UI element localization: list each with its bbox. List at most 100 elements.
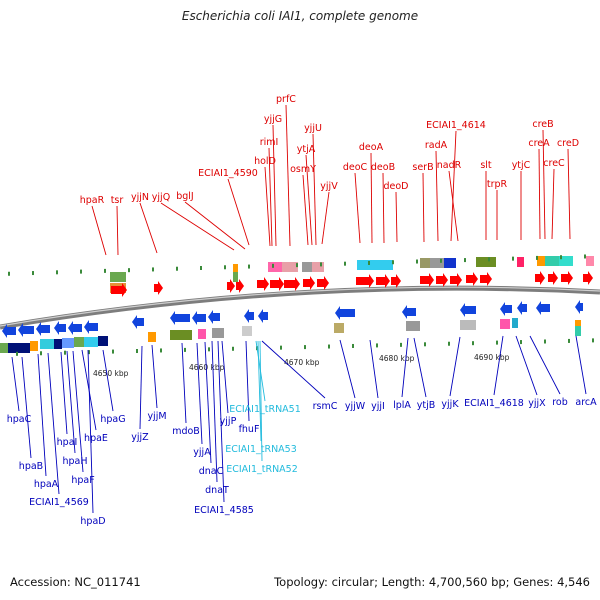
lower-tick	[304, 345, 306, 350]
upper-tick	[80, 269, 82, 274]
gene-label-hpaa: hpaA	[34, 479, 59, 490]
gene-label-yjjp: yjjP	[220, 416, 237, 427]
tick-marks	[8, 254, 594, 356]
leader-hpab	[21, 356, 32, 459]
lower-tick	[352, 343, 354, 348]
gene-label-hpad: hpaD	[80, 516, 105, 527]
reverse-gene-arrow	[68, 321, 82, 335]
forward-gene-arrow	[317, 276, 329, 290]
upper-tick	[392, 260, 394, 265]
gene-label-crea: creA	[528, 138, 550, 149]
rna-label-eciai1-trna52: ECIAI1_tRNA52	[226, 464, 298, 475]
upper-tick	[368, 260, 370, 265]
leader-crea	[538, 148, 541, 240]
reverse-gene-arrow	[258, 309, 268, 323]
leader-hpai	[60, 351, 68, 435]
leader-rob	[529, 335, 561, 395]
gene-label-eciai1-4569: ECIAI1_4569	[29, 497, 89, 508]
reverse-feature-block	[242, 326, 252, 336]
reverse-feature-block	[334, 323, 344, 333]
leader-yjjn	[139, 202, 158, 254]
leader-yjju	[312, 133, 317, 246]
forward-gene-arrow	[284, 277, 300, 291]
reverse-gene-arrow	[460, 303, 476, 317]
gene-label-dnac: dnaC	[199, 466, 224, 477]
forward-gene-arrow	[270, 277, 284, 291]
upper-tick	[512, 256, 514, 261]
reverse-feature-block	[8, 343, 30, 353]
leader-yjjm	[151, 344, 158, 409]
scale-label-4660-kbp: 4660 kbp	[189, 363, 225, 372]
forward-feature-block	[430, 258, 444, 268]
gene-label-yjjk: yjjK	[441, 399, 459, 410]
forward-strand-track	[110, 256, 594, 297]
reverse-feature-block	[406, 321, 420, 331]
reverse-gene-arrow	[192, 311, 206, 325]
forward-feature-block	[476, 257, 496, 267]
leader-yjjw	[339, 339, 356, 399]
forward-gene-arrow	[548, 271, 558, 285]
leader-hpar	[91, 205, 107, 256]
gene-label-rimi: rimI	[260, 137, 279, 148]
gene-label-lpla: lplA	[393, 400, 411, 411]
upper-tick	[272, 263, 274, 268]
upper-tick	[320, 262, 322, 267]
gene-label-yjjg: yjjG	[264, 114, 282, 125]
reverse-gene-arrow	[402, 305, 416, 319]
gene-label-arca: arcA	[575, 397, 597, 408]
leader-deod	[395, 191, 398, 243]
leader-mdob	[181, 342, 187, 424]
forward-gene-arrow	[420, 273, 434, 287]
gene-label-bglj: bglJ	[176, 191, 194, 202]
gene-label-rob: rob	[552, 397, 568, 408]
genome-summary-text: Topology: circular; Length: 4,700,560 bp…	[274, 575, 590, 589]
scale-label-4680-kbp: 4680 kbp	[379, 354, 415, 363]
reverse-feature-block	[198, 329, 206, 339]
forward-gene-arrow	[376, 274, 390, 288]
gene-label-yjji: yjjI	[371, 401, 385, 412]
forward-gene-arrow	[111, 283, 127, 297]
upper-tick	[344, 261, 346, 266]
leader-hpaa	[37, 353, 47, 477]
upper-tick	[560, 255, 562, 260]
gene-label-hpag: hpaG	[100, 414, 125, 425]
gene-label-cred: creD	[557, 138, 579, 149]
leader-yjjg	[272, 124, 277, 247]
forward-feature-block	[282, 262, 298, 272]
lower-tick	[16, 351, 18, 356]
lower-tick	[400, 342, 402, 347]
leader-hpac	[11, 356, 20, 412]
upper-tick	[248, 264, 250, 269]
forward-gene-arrow	[480, 272, 492, 286]
forward-feature-block	[371, 260, 393, 270]
leader-dnac	[204, 341, 212, 464]
scale-label-4670-kbp: 4670 kbp	[284, 358, 320, 367]
reverse-gene-arrow	[132, 315, 144, 329]
reverse-gene-arrow	[54, 321, 66, 335]
label-leaders	[11, 104, 587, 514]
accession-text: Accession: NC_011741	[10, 575, 141, 589]
gene-label-osmy: osmY	[290, 164, 316, 175]
lower-tick	[472, 341, 474, 346]
reverse-feature-block	[212, 328, 224, 338]
reverse-feature-block	[54, 339, 62, 349]
lower-tick	[448, 341, 450, 346]
leader-hpaf	[72, 350, 84, 473]
leader-rsmc	[261, 340, 326, 399]
leader-yjja	[196, 342, 203, 445]
forward-feature-block	[444, 258, 456, 268]
gene-label-slt: slt	[480, 160, 492, 171]
leader-yjjk	[449, 336, 461, 397]
upper-tick	[440, 258, 442, 263]
gene-label-hpar: hpaR	[80, 195, 105, 206]
reverse-gene-arrow	[335, 306, 355, 320]
lower-tick	[424, 342, 426, 347]
upper-tick	[488, 257, 490, 262]
reverse-feature-block	[512, 318, 518, 328]
forward-feature-block	[110, 272, 126, 282]
forward-feature-block	[357, 260, 371, 270]
upper-tick	[464, 258, 466, 263]
forward-feature-block	[302, 262, 312, 272]
gene-label-deod: deoD	[383, 181, 408, 192]
